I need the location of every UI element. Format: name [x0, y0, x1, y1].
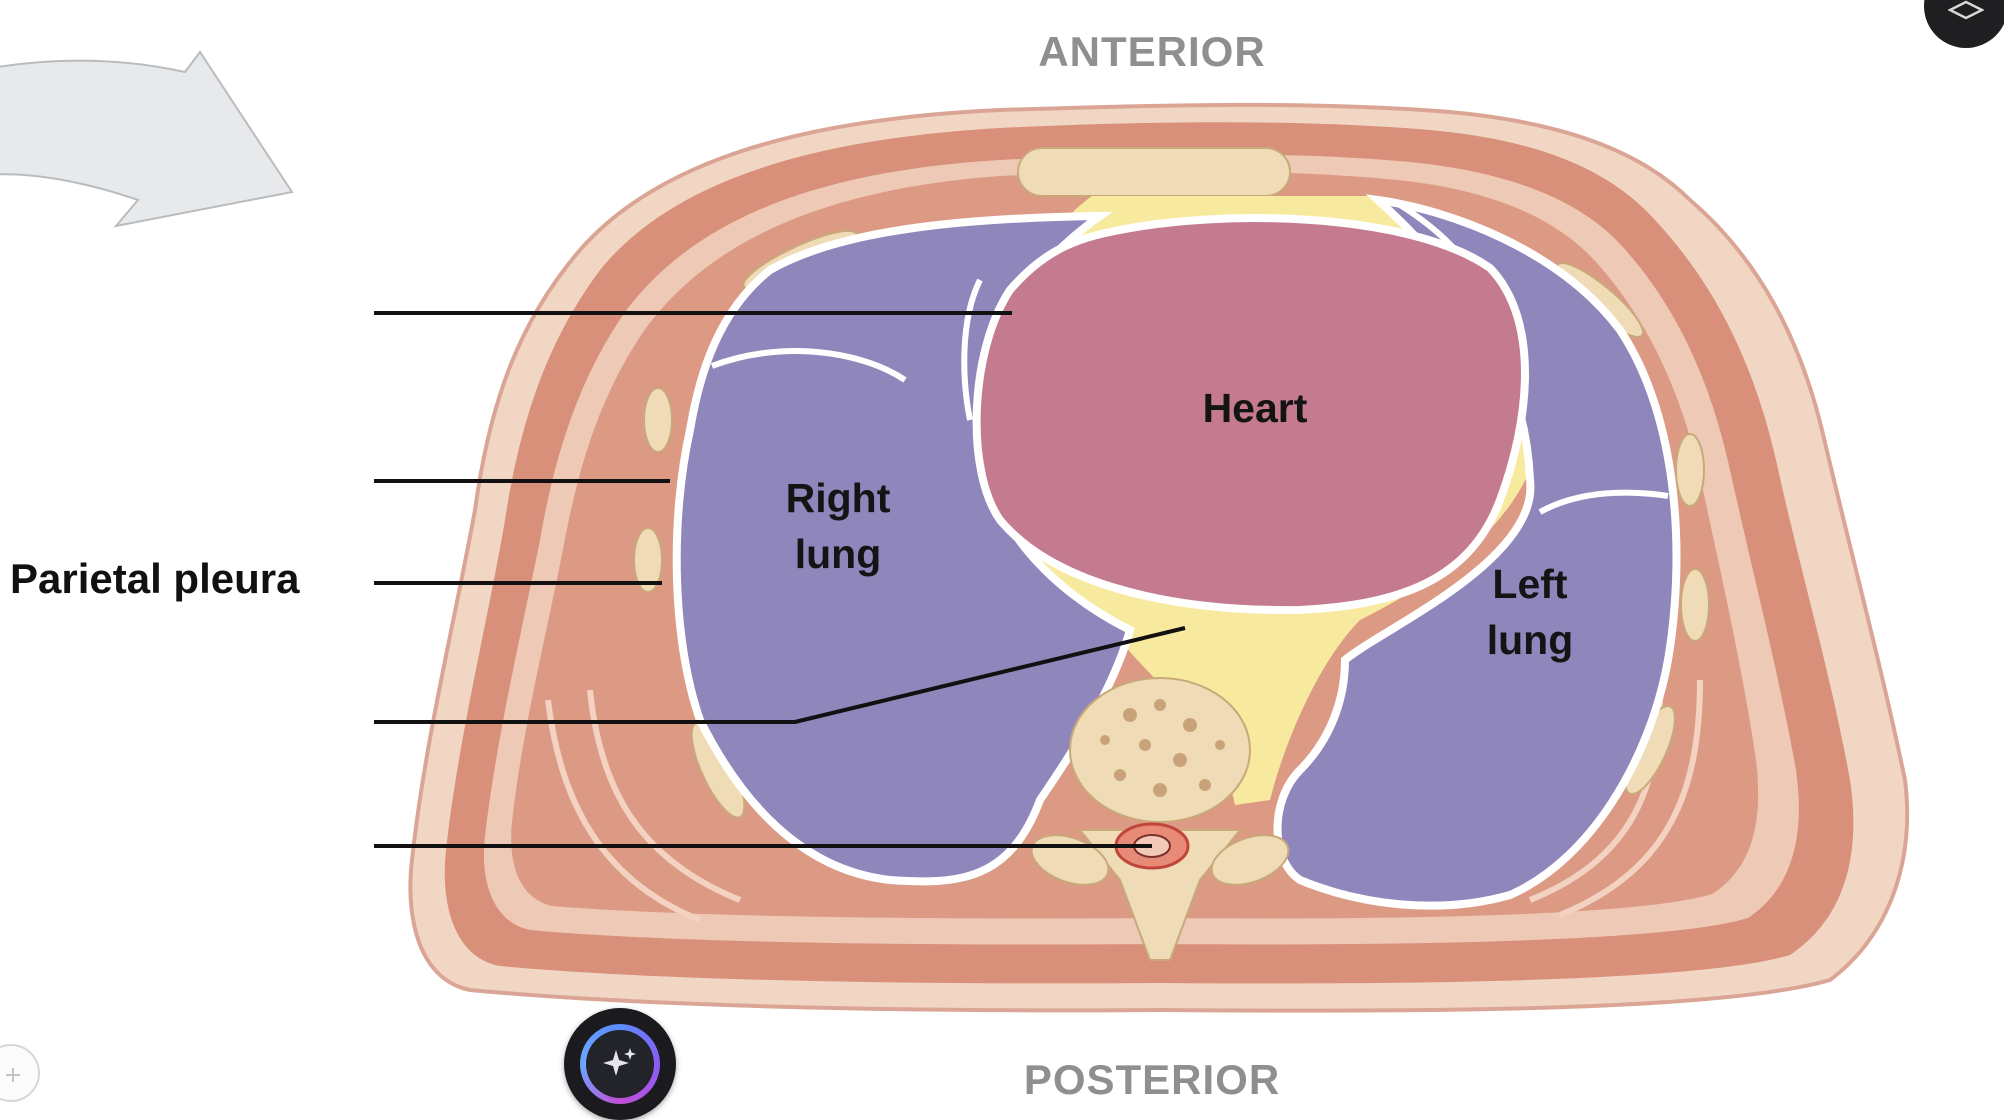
right-lung-label-line2: lung — [795, 531, 882, 577]
move-button[interactable] — [0, 1044, 40, 1102]
sparkle-icon — [603, 1048, 636, 1076]
left-lung — [1273, 194, 1681, 910]
ai-button-ring — [580, 1024, 660, 1104]
anterior-label: ANTERIOR — [1038, 28, 1265, 75]
right-lung-label-line1: Right — [786, 475, 891, 521]
heart — [972, 214, 1529, 615]
move-icon — [6, 1068, 20, 1082]
vertebra-spots — [1100, 699, 1225, 797]
pointer-arrow — [0, 50, 294, 228]
leader-line-4 — [374, 626, 1186, 724]
leader-lines — [374, 311, 1186, 848]
layers-icon — [1948, 0, 1984, 20]
heart-label: Heart — [1203, 385, 1308, 431]
left-lung-label-line2: lung — [1487, 617, 1574, 663]
ai-assistant-button[interactable] — [564, 1008, 676, 1120]
parietal-pleura-label: Parietal pleura — [10, 555, 300, 602]
left-lung-label-line1: Left — [1492, 561, 1568, 607]
posterior-label: POSTERIOR — [1024, 1056, 1280, 1103]
sternum — [1017, 147, 1291, 197]
ai-button-core — [586, 1030, 654, 1098]
